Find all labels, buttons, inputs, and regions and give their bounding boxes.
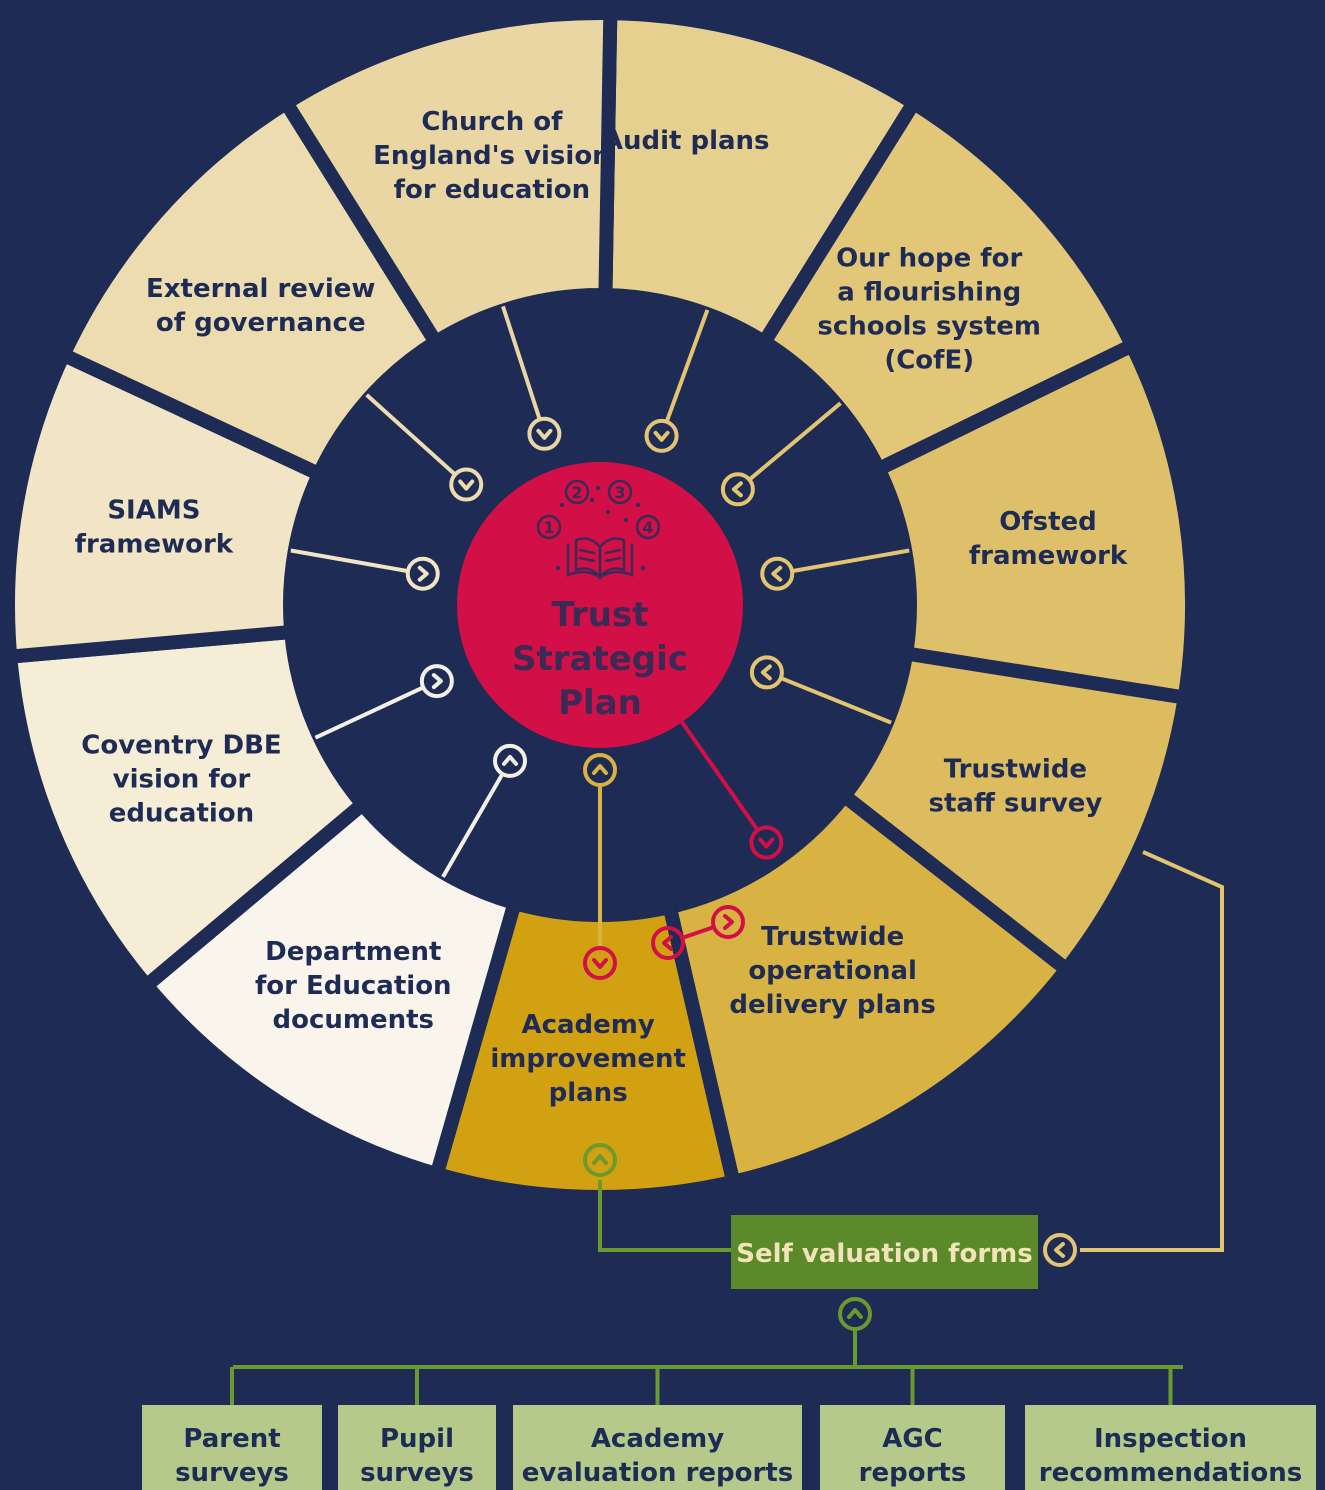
step-4-icon: 4 xyxy=(635,514,661,540)
connector-operational xyxy=(680,720,768,844)
connector-coventry xyxy=(314,679,438,740)
connector-ofsted xyxy=(776,548,910,576)
connector-dfe-chevron-icon xyxy=(493,743,527,778)
connector-staff xyxy=(766,670,892,725)
step-1-icon: 1 xyxy=(536,514,562,540)
connector-church-chevron-icon xyxy=(527,416,562,451)
connector-academy-operational xyxy=(681,925,715,940)
connector-academy-up-chevron-icon xyxy=(583,753,617,787)
connector-audit xyxy=(659,309,710,437)
svg-text:2: 2 xyxy=(571,483,582,502)
sources-up-chevron-icon xyxy=(838,1297,872,1331)
segment-hope-wedge xyxy=(754,93,1142,479)
connector-hope-chevron-icon xyxy=(720,472,755,507)
connector-operational-chevron-icon xyxy=(749,825,784,860)
open-book-icon xyxy=(555,485,646,581)
step-2-icon: 2 xyxy=(564,479,590,505)
segment-operational-wedge xyxy=(661,786,1077,1191)
connector-academy-down-chevron-icon xyxy=(583,946,617,980)
segment-audit-label: Audit plans xyxy=(603,126,770,156)
connector-staff-to-self-eval xyxy=(1080,850,1224,1252)
connector-governance xyxy=(365,393,468,487)
connector-coventry-chevron-icon xyxy=(419,664,454,699)
link-right-chevron-icon xyxy=(711,905,745,939)
segment-ofsted-wedge xyxy=(869,336,1199,706)
connector-dfe xyxy=(441,759,512,878)
link-left-chevron-icon xyxy=(651,926,685,960)
connector-staff-chevron-icon xyxy=(749,655,784,690)
academy-up-chevron-icon xyxy=(583,1143,617,1177)
connector-hope xyxy=(736,401,842,491)
svg-text:4: 4 xyxy=(642,518,653,537)
connector-self-eval-to-academy xyxy=(598,1180,731,1252)
connector-lines xyxy=(290,305,910,980)
connector-siams-chevron-icon xyxy=(405,556,440,591)
connector-church xyxy=(501,305,547,435)
connector-siams xyxy=(290,548,424,576)
segment-church-wedge xyxy=(276,6,618,352)
self-eval-left-chevron-icon xyxy=(1043,1233,1077,1267)
self-evaluation-box: Self valuation forms xyxy=(731,1215,1038,1289)
connector-ofsted-chevron-icon xyxy=(760,556,795,591)
self-evaluation-label: Self valuation forms xyxy=(736,1239,1032,1269)
hub-circle xyxy=(457,462,743,748)
svg-text:1: 1 xyxy=(543,518,554,537)
segment-coventry-wedge xyxy=(2,624,373,996)
step-3-icon: 3 xyxy=(607,479,633,505)
connector-audit-chevron-icon xyxy=(644,418,679,453)
segment-dfe-wedge xyxy=(136,794,524,1183)
connector-governance-chevron-icon xyxy=(449,467,484,502)
svg-text:3: 3 xyxy=(614,483,625,502)
